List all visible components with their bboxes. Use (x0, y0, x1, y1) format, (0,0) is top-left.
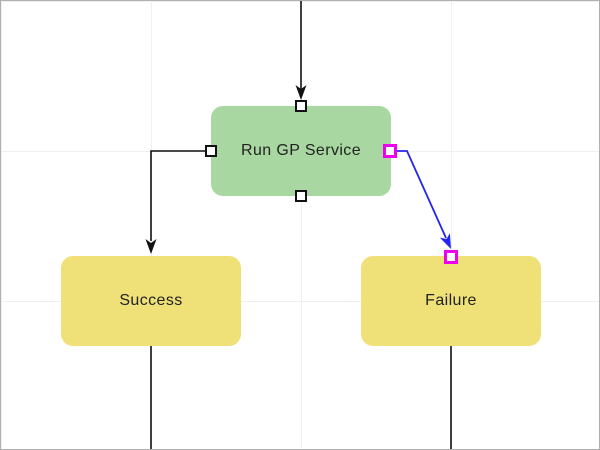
edge-gp-to-failure-selected[interactable] (397, 150, 447, 239)
port-run-gp-bottom[interactable] (295, 190, 307, 202)
node-run-gp-service[interactable]: Run GP Service (211, 106, 391, 196)
port-failure-top-selected[interactable] (444, 250, 458, 264)
edge-gp-to-success-arrowhead (145, 239, 157, 254)
port-run-gp-right-selected[interactable] (383, 144, 397, 158)
edge-gp-to-success[interactable] (150, 150, 205, 241)
port-run-gp-top[interactable] (295, 100, 307, 112)
node-run-gp-service-label: Run GP Service (240, 142, 362, 159)
node-success[interactable]: Success (61, 256, 241, 346)
node-failure-label: Failure (425, 292, 477, 309)
port-run-gp-left[interactable] (205, 145, 217, 157)
node-success-label: Success (119, 292, 183, 309)
node-failure[interactable]: Failure (361, 256, 541, 346)
